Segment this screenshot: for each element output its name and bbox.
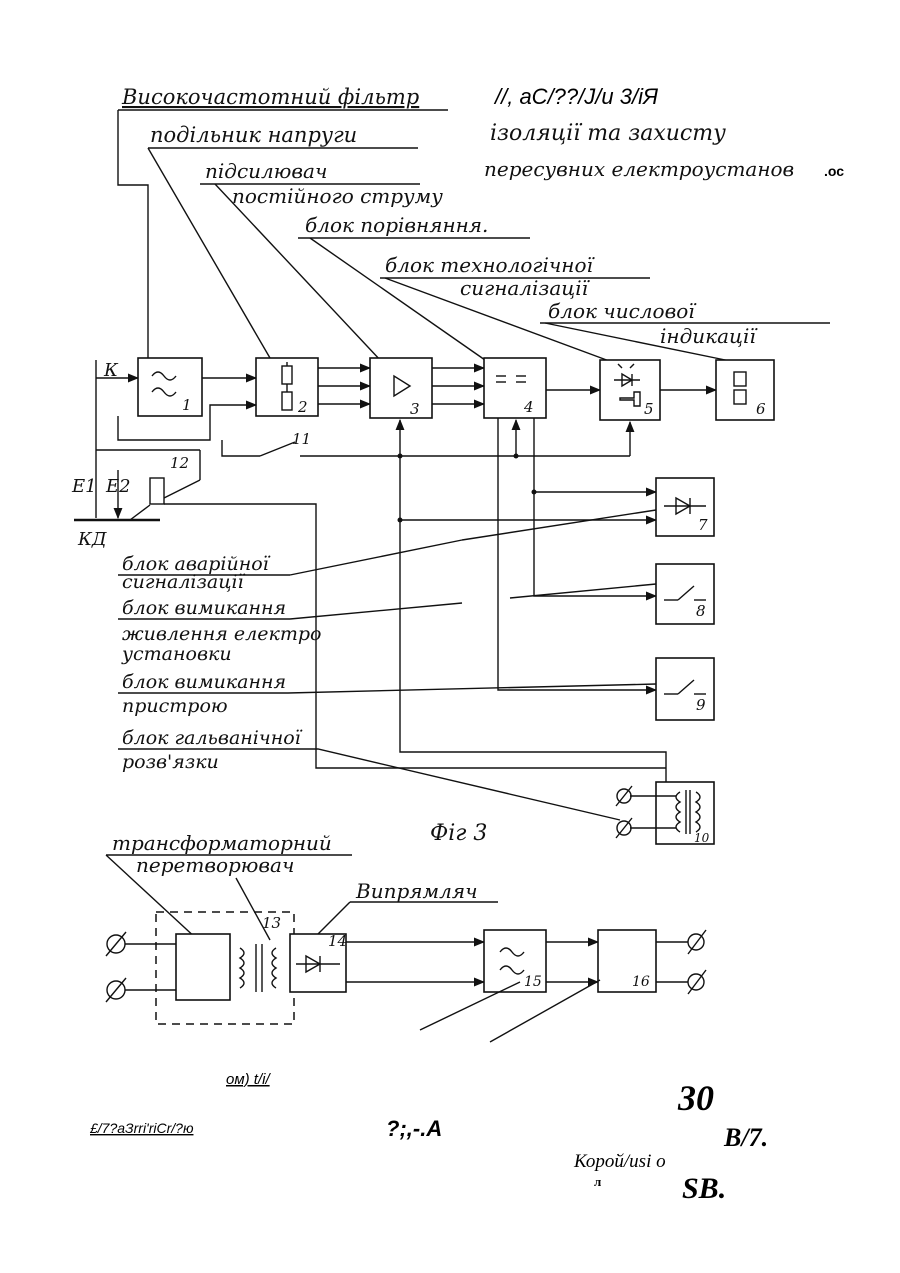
label-tech-sig-line2: сигналізації xyxy=(460,276,591,300)
label-num-ind-line1: блок числової xyxy=(548,299,697,323)
block-4-comparison xyxy=(484,358,546,418)
label-galv-line2: розв'язки xyxy=(122,751,219,773)
footer-line2: £/7?aЗrri'riCr/?ю xyxy=(89,1120,194,1136)
footer-mid: ?;,-.A xyxy=(386,1116,442,1141)
block-11-number: 11 xyxy=(292,430,311,448)
label-off-device-line2: пристрою xyxy=(122,695,228,717)
label-off-power-line3: установки xyxy=(121,643,232,665)
block-3-amplifier xyxy=(370,358,432,418)
label-num-ind-line2: індикації xyxy=(660,324,758,348)
footer-l: л xyxy=(594,1174,601,1189)
label-hp-filter: Високочастотний фільтр xyxy=(121,85,419,109)
main-chain: К 1 2 3 4 xyxy=(96,358,774,420)
label-transformer-line2: перетворювач xyxy=(136,853,294,877)
label-galv-line1: блок гальванічної xyxy=(122,727,303,749)
block-9-number: 9 xyxy=(696,696,706,714)
block-7-number: 7 xyxy=(698,516,708,534)
block-5-number: 5 xyxy=(644,400,654,418)
block-1-number: 1 xyxy=(182,396,192,414)
bottom-diagram: трансформаторний перетворювач Випрямляч … xyxy=(106,831,706,1042)
footer-num: 30 xyxy=(677,1078,714,1118)
block-13-number: 13 xyxy=(262,914,281,932)
right-blocks: 7 8 9 10 xyxy=(616,478,714,845)
label-off-device-line1: блок вимикання xyxy=(122,671,286,693)
figure-label: Фіг 3 xyxy=(430,821,487,846)
block-12-number: 12 xyxy=(170,454,189,472)
middle-labels: блок аварійної сигналізації блок вимикан… xyxy=(118,510,656,846)
label-voltage-divider: подільник напруги xyxy=(150,123,357,147)
block-1-hp-filter xyxy=(138,358,202,416)
header: //, aC/??/J/u 3/iЯ ізоляції та захисту п… xyxy=(484,84,844,181)
label-rectifier: Випрямляч xyxy=(355,879,478,903)
header-title-suffix: .ос xyxy=(824,163,844,179)
header-title-line3: пересувних електроустанов xyxy=(484,157,794,181)
block-converter xyxy=(176,934,230,1000)
block-2-number: 2 xyxy=(297,398,308,416)
footer-line1: ом) t/i/ xyxy=(226,1071,271,1088)
label-off-power-line2: живлення електро xyxy=(122,623,321,645)
block-6-number: 6 xyxy=(756,400,766,418)
block-15-number: 15 xyxy=(524,974,542,990)
label-amp-line2: постійного струму xyxy=(232,184,443,208)
label-transformer-line1: трансформаторний xyxy=(112,831,332,855)
terminal-kd: КД xyxy=(77,529,107,550)
block-14-number: 14 xyxy=(328,932,347,950)
label-alarm-line2: сигналізації xyxy=(122,571,246,593)
label-off-power-line1: блок вимикання xyxy=(122,597,286,619)
terminal-e1: E1 xyxy=(71,476,97,497)
label-compare: блок порівняння. xyxy=(305,213,488,237)
header-title-top: //, aC/??/J/u 3/iЯ xyxy=(493,84,659,109)
footer: ом) t/i/ £/7?aЗrri'riCr/?ю ?;,-.A 30 B/7… xyxy=(89,1071,768,1205)
block-3-number: 3 xyxy=(410,400,420,418)
block-16-number: 16 xyxy=(632,974,650,990)
label-tech-sig-line1: блок технологічної xyxy=(385,253,596,277)
footer-korop: Корой/usi о xyxy=(573,1151,666,1172)
label-amp-line1: підсилювач xyxy=(205,159,327,183)
footer-sb: SB. xyxy=(682,1172,726,1205)
block-4-number: 4 xyxy=(523,398,534,416)
block-8-number: 8 xyxy=(696,602,706,620)
header-title-line2: ізоляції та захисту xyxy=(490,121,726,146)
footer-b7: B/7. xyxy=(723,1123,768,1152)
block-10-number: 10 xyxy=(694,831,710,845)
